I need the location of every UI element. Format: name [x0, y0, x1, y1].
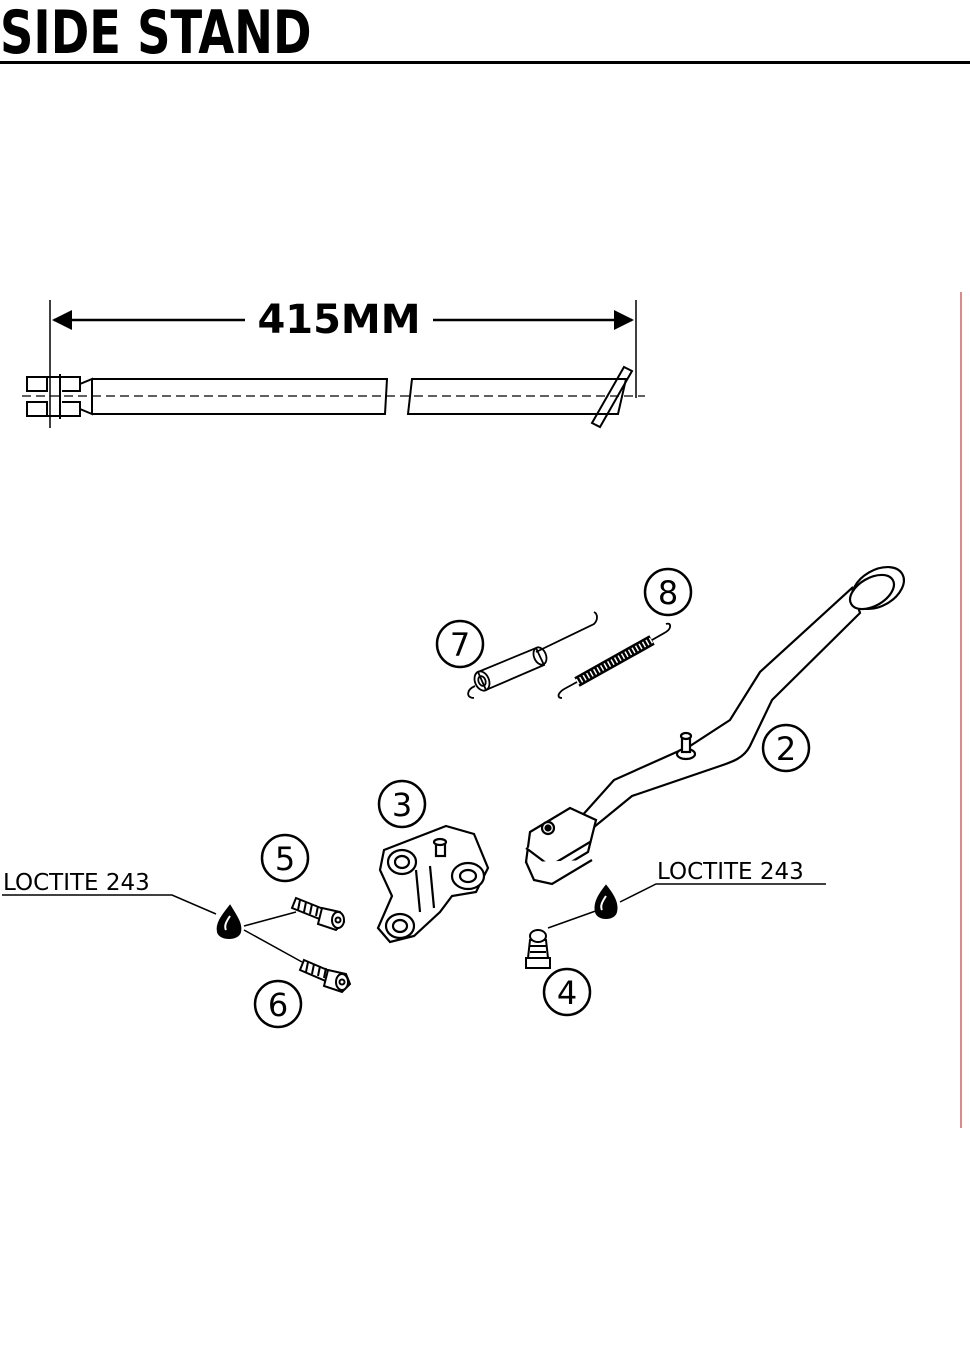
- part-3-mounting-bracket: [376, 824, 490, 944]
- part-6-bolt: [298, 958, 352, 994]
- callout-circle-7: [435, 619, 485, 669]
- page-title: SIDE STAND: [0, 0, 312, 68]
- callout-circle-4: [542, 967, 592, 1017]
- callout-2: 2: [776, 730, 796, 768]
- callout-8: 8: [658, 574, 678, 612]
- part-4-pivot-bolt: [525, 907, 605, 969]
- callout-circle-2: [761, 723, 811, 773]
- part-5-bolt: [290, 896, 346, 932]
- callout-7: 7: [450, 626, 470, 664]
- part-7-spring-cover: [467, 611, 598, 699]
- leader-lines: [2, 883, 826, 963]
- loctite-label-right: LOCTITE 243: [657, 859, 804, 885]
- dimension-label: 415MM: [257, 297, 420, 343]
- loctite-label-left: LOCTITE 243: [3, 870, 150, 896]
- loctite-drop-left: [216, 904, 242, 939]
- part-2-side-stand-leg: [524, 565, 905, 886]
- loctite-drop-right: [594, 884, 618, 919]
- callout-4: 4: [557, 974, 577, 1012]
- header: SIDE STAND: [0, 0, 970, 70]
- callout-6: 6: [268, 986, 288, 1024]
- callout-5: 5: [275, 840, 295, 878]
- leg-dimension-view: [22, 300, 645, 429]
- callout-circle-8: [643, 567, 693, 617]
- callout-circle-6: [253, 979, 303, 1029]
- callout-3: 3: [392, 786, 412, 824]
- callout-circle-3: [377, 779, 427, 829]
- title-rule: [0, 61, 970, 64]
- callout-circle-5: [260, 833, 310, 883]
- part-8-spring: [557, 622, 672, 699]
